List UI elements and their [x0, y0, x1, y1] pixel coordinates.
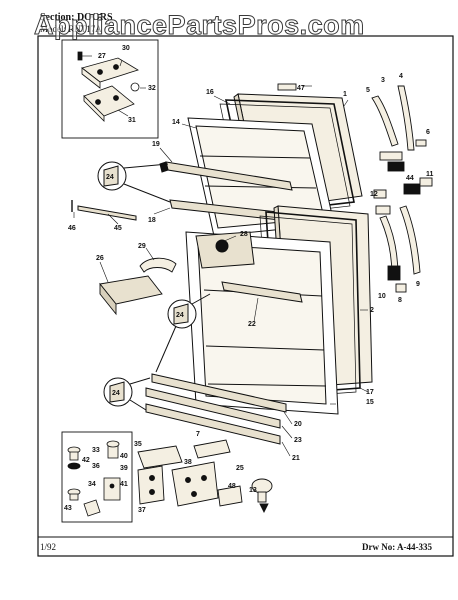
detail-circle-middle — [155, 293, 211, 373]
callout-34: 34 — [88, 481, 96, 488]
callout-19: 19 — [152, 141, 160, 148]
callout-9: 9 — [416, 281, 420, 288]
butter-cover — [139, 257, 177, 273]
callout-14: 14 — [172, 119, 180, 126]
upper-handle-parts — [371, 85, 433, 199]
callout-35: 35 — [134, 441, 142, 448]
callout-8: 8 — [398, 297, 402, 304]
model-header: Model: RNT17A — [40, 24, 102, 34]
callout-40: 40 — [120, 453, 128, 460]
callout-15: 15 — [366, 399, 374, 406]
hinge-cover-48 — [217, 485, 243, 507]
door-shelf-21 — [145, 403, 281, 445]
footer-drawing-number: Drw No: A-44-335 — [362, 542, 432, 552]
door-shelf-22 — [221, 281, 303, 303]
diagram-frame — [37, 35, 454, 557]
callout-29: 29 — [138, 243, 146, 250]
callout-21: 21 — [292, 455, 300, 462]
callout-2: 2 — [370, 307, 374, 314]
callout-37: 37 — [138, 507, 146, 514]
callout-25: 25 — [236, 465, 244, 472]
callout-12: 12 — [370, 191, 378, 198]
callout-4: 4 — [399, 73, 403, 80]
callout-39: 39 — [120, 465, 128, 472]
hinge-pin-parts — [67, 440, 121, 517]
hinge-inset-box — [61, 39, 159, 139]
callout-10: 10 — [378, 293, 386, 300]
callout-18: 18 — [148, 217, 156, 224]
dairy-compartment-door — [195, 231, 255, 269]
callout-41: 41 — [120, 481, 128, 488]
callout-30: 30 — [122, 45, 130, 52]
egg-shelf — [99, 275, 163, 316]
callout-46: 46 — [68, 225, 76, 232]
callout-43: 43 — [64, 505, 72, 512]
callout-5: 5 — [366, 87, 370, 94]
leader-lines — [73, 55, 369, 457]
callout-27: 27 — [98, 53, 106, 60]
callout-20: 20 — [294, 421, 302, 428]
callout-11: 11 — [426, 171, 434, 178]
callout-32: 32 — [148, 85, 156, 92]
callout-22: 22 — [248, 321, 256, 328]
detail-circle-upper — [97, 161, 171, 203]
trim-strip-47 — [277, 83, 297, 91]
callout-24-middle: 24 — [176, 312, 184, 319]
bottom-hinge-bracket-35 — [137, 445, 183, 505]
watermark-logo: AppliancePartsPros.com — [34, 10, 365, 41]
callout-28: 28 — [240, 231, 248, 238]
section-label: Section: — [40, 12, 75, 23]
section-header: Section: DOORS — [40, 12, 113, 23]
footer-date: 1/92 — [40, 542, 57, 552]
hinge-assembly-top — [77, 51, 140, 122]
callout-47: 47 — [297, 85, 305, 92]
hinge-bracket-7 — [193, 439, 231, 459]
lower-handle-parts — [375, 205, 421, 293]
callout-45: 45 — [114, 225, 122, 232]
callout-48: 48 — [228, 483, 236, 490]
callout-24-lower: 24 — [112, 390, 120, 397]
callout-labels: 1 2 3 4 5 6 7 8 9 10 11 12 13 14 15 16 1… — [64, 45, 434, 514]
callout-17: 17 — [366, 389, 374, 396]
shelf-retainer-bar — [71, 200, 137, 221]
detail-circle-lower — [103, 377, 151, 411]
callout-1: 1 — [343, 91, 347, 98]
callout-7: 7 — [196, 431, 200, 438]
section-value: DOORS — [76, 12, 113, 23]
hinge-pin-inset-box — [61, 431, 133, 523]
callout-31: 31 — [128, 117, 136, 124]
callout-26: 26 — [96, 255, 104, 262]
callout-44: 44 — [406, 175, 414, 182]
callout-6: 6 — [426, 129, 430, 136]
callout-13: 13 — [249, 487, 257, 494]
callout-36: 36 — [92, 463, 100, 470]
callout-38: 38 — [184, 459, 192, 466]
door-stop-25 — [251, 478, 273, 514]
callout-33: 33 — [92, 447, 100, 454]
door-shelf-23 — [145, 387, 281, 429]
bottom-hinge-plate-38 — [171, 461, 219, 507]
callout-42: 42 — [82, 457, 90, 464]
door-shelf-20 — [151, 373, 287, 413]
callout-24-upper: 24 — [106, 174, 114, 181]
callout-23: 23 — [294, 437, 302, 444]
callout-3: 3 — [381, 77, 385, 84]
callout-16: 16 — [206, 89, 214, 96]
